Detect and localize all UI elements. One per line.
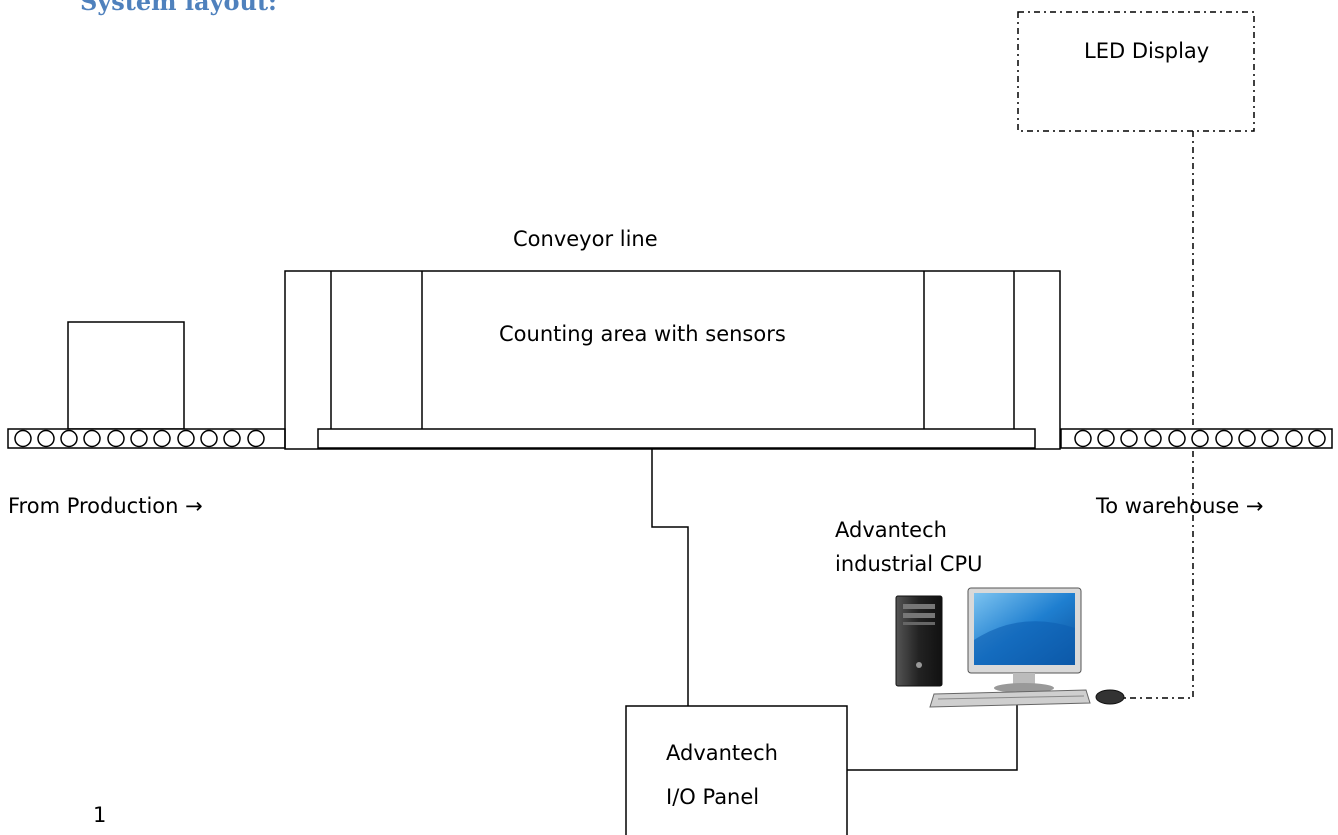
- counting-station-frame: [284, 270, 1061, 450]
- led-display-box: [1017, 11, 1255, 132]
- cpu-label-line1: Advantech: [835, 518, 947, 542]
- product-box: [67, 321, 185, 430]
- io-panel-label-line2: I/O Panel: [666, 785, 760, 809]
- cpu-label-line2: industrial CPU: [835, 552, 983, 576]
- led-display-label: LED Display: [1084, 39, 1210, 63]
- computer-icon: [895, 587, 1125, 708]
- led-display-link: [1124, 131, 1194, 699]
- io-panel-label-line1: Advantech: [666, 741, 778, 765]
- io-cpu-cable: [847, 704, 1018, 771]
- conveyor-line-label: Conveyor line: [513, 227, 658, 251]
- right-roller-conveyor: [1060, 428, 1333, 449]
- counting-area-label: Counting area with sensors: [499, 322, 786, 346]
- to-warehouse-label: To warehouse →: [1096, 494, 1264, 518]
- page-number: 1: [93, 803, 107, 827]
- page-heading: System layout:: [80, 0, 277, 16]
- left-roller-conveyor: [7, 428, 286, 449]
- io-panel-box: [625, 705, 848, 835]
- conveyor-io-cable: [651, 449, 689, 706]
- from-production-label: From Production →: [8, 494, 203, 518]
